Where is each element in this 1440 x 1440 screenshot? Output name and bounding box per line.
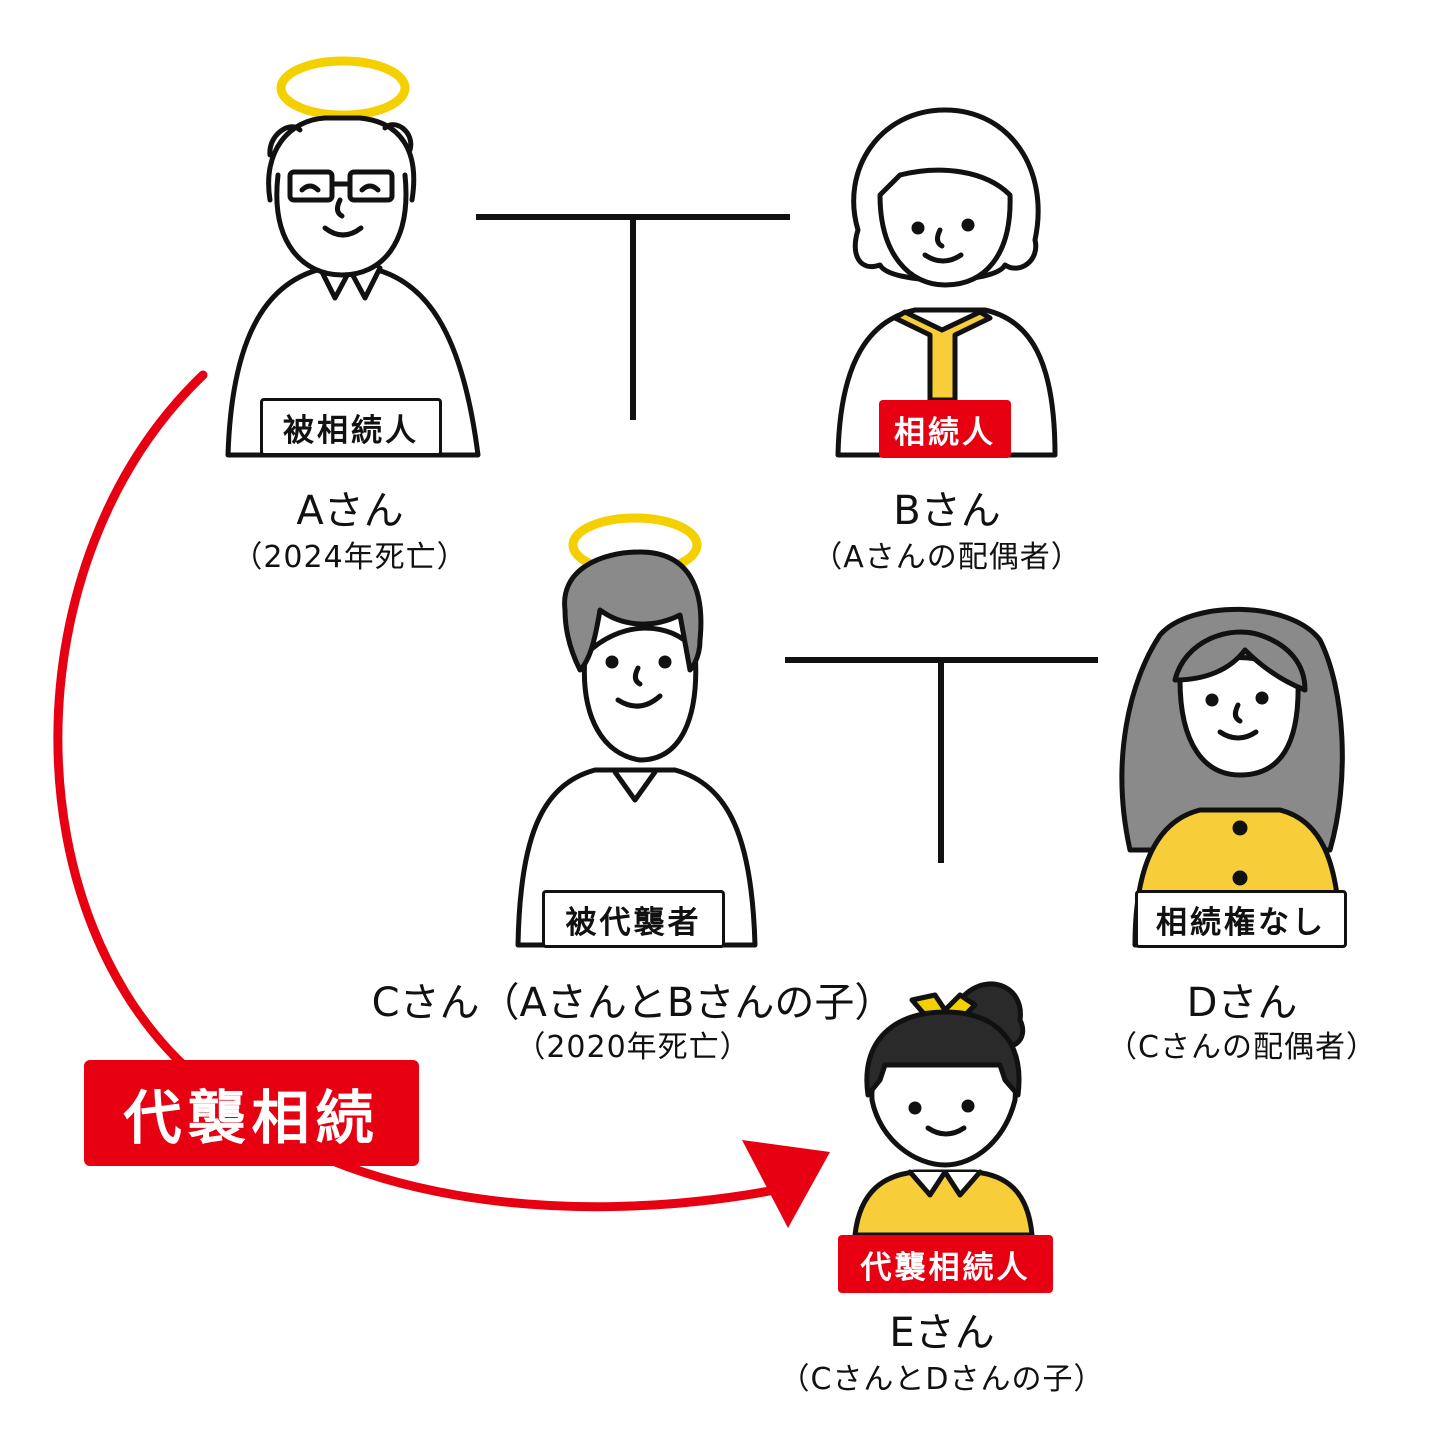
representation-inheritance-label: 代襲相続	[84, 1060, 419, 1166]
person-b-note: （Aさんの配偶者）	[812, 532, 1082, 576]
marriage-line-a-b	[476, 217, 790, 420]
tag-decedent: 被相続人	[260, 398, 442, 456]
person-a-name: Aさん	[296, 478, 403, 536]
person-d-note: （Cさんの配偶者）	[1107, 1022, 1377, 1066]
person-a-figure	[228, 61, 478, 455]
tag-heir: 相続人	[879, 400, 1011, 458]
marriage-line-c-d	[785, 660, 1098, 863]
person-c-figure	[518, 518, 755, 945]
halo-icon	[281, 61, 405, 115]
tag-no-inheritance-right: 相続権なし	[1135, 890, 1347, 948]
tag-representative-heir: 代襲相続人	[838, 1235, 1053, 1293]
person-b-name: Bさん	[893, 478, 1000, 536]
person-e-name: Eさん	[889, 1300, 994, 1358]
person-e-note: （CさんとDさんの子）	[779, 1354, 1104, 1398]
person-d-name: Dさん	[1187, 970, 1298, 1028]
tag-predeceased: 被代襲者	[542, 890, 725, 948]
person-a-note: （2024年死亡）	[232, 532, 467, 576]
person-c-note: （2020年死亡）	[515, 1022, 750, 1066]
person-c-name: Cさん（AさんとBさんの子）	[372, 970, 895, 1028]
